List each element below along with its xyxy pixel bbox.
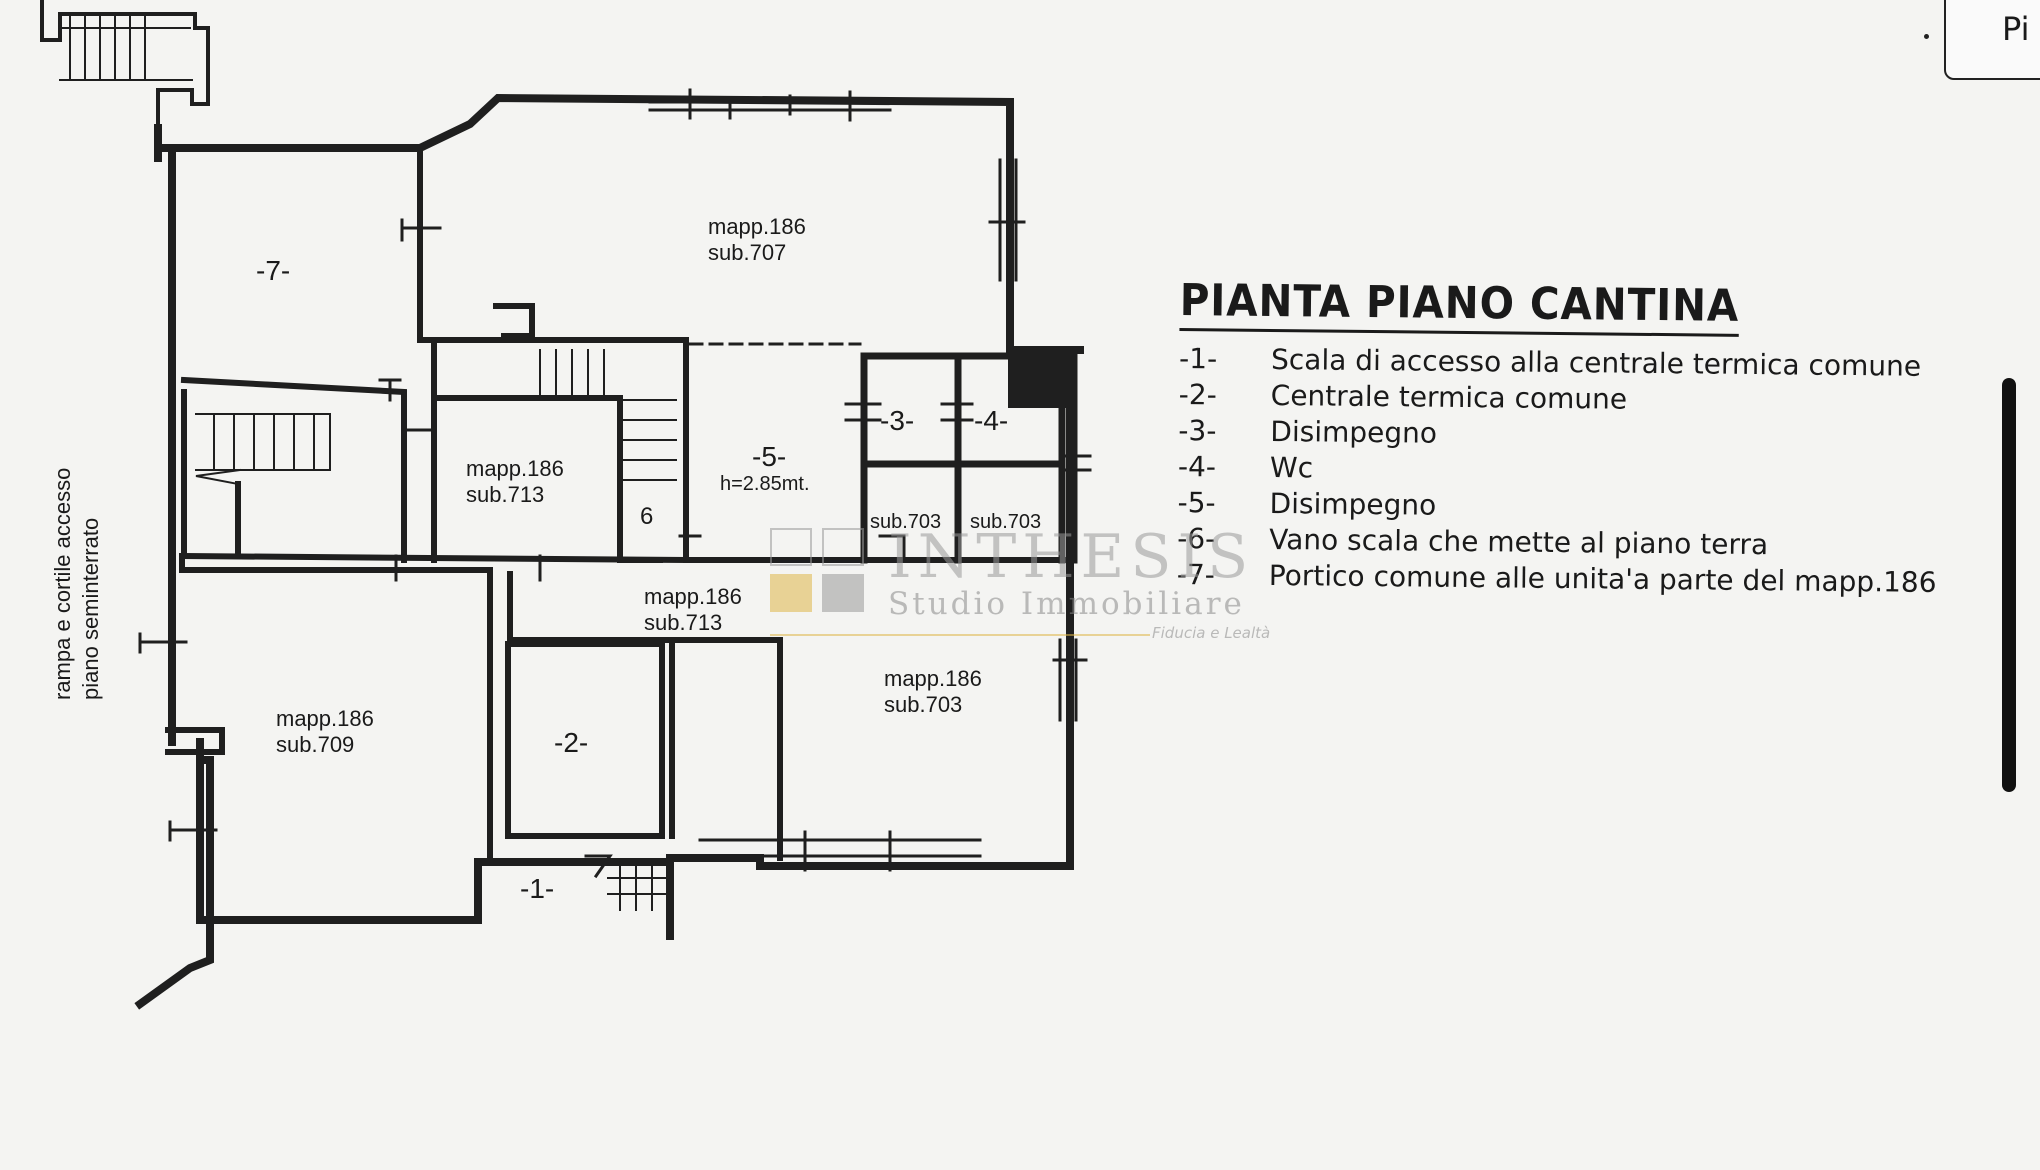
- legend-item-text: Vano scala che mette al piano terra: [1269, 522, 1769, 562]
- watermark-tagline: Fiducia e Lealtà: [1152, 624, 1271, 642]
- inner-walls: [165, 145, 1073, 865]
- corner-dot: [1924, 34, 1929, 39]
- room-number-1: -1-: [520, 873, 554, 904]
- height-note: h=2.85mt.: [720, 473, 810, 495]
- unit-713b-sub: sub.713: [644, 610, 722, 635]
- watermark-name: INTHESIS: [888, 522, 1255, 592]
- legend-item-text: Wc: [1269, 450, 1314, 485]
- unit-713a-sub: sub.713: [466, 482, 544, 507]
- unit-709-mapp: mapp.186: [276, 706, 374, 731]
- door-markers: [138, 218, 974, 879]
- corner-label: Pi: [2002, 10, 2030, 48]
- legend-item-number: -1-: [1178, 341, 1218, 376]
- room-number-4: -4-: [974, 405, 1008, 436]
- dark-pillar: [1008, 346, 1076, 408]
- top-stair: [40, 0, 210, 130]
- corner-label-box: Pi: [1944, 0, 2040, 80]
- openings: [648, 88, 1092, 872]
- legend-item-text: Disimpegno: [1270, 414, 1438, 450]
- unit-707-mapp: mapp.186: [708, 214, 806, 239]
- room-number-2: -2-: [554, 727, 588, 758]
- legend: PIANTA PIANO CANTINA -1- Scala di access…: [1177, 275, 2020, 602]
- legend-title: PIANTA PIANO CANTINA: [1179, 275, 1740, 337]
- unit-709-sub: sub.709: [276, 732, 354, 757]
- legend-item-number: -3-: [1178, 413, 1217, 448]
- legend-item-text: Portico comune alle unita'a parte del ma…: [1268, 558, 1937, 599]
- unit-703-mapp: mapp.186: [884, 666, 982, 691]
- label-sub703-b: sub.703: [970, 511, 1041, 533]
- watermark: INTHESIS Studio Immobiliare Fiducia e Le…: [770, 522, 1290, 642]
- legend-item-number: -4-: [1177, 449, 1217, 484]
- vertical-scrollbar[interactable]: [2002, 378, 2016, 792]
- legend-item-text: Centrale termica comune: [1270, 378, 1628, 416]
- label-sub703-a: sub.703: [870, 511, 941, 533]
- room-number-6: 6: [640, 503, 653, 530]
- legend-item-number: -2-: [1178, 377, 1217, 412]
- side-note-line-1: rampa e cortile accesso: [50, 468, 75, 700]
- legend-item-number: -5-: [1177, 485, 1216, 520]
- room-number-3: -3-: [880, 405, 914, 436]
- unit-713a-mapp: mapp.186: [466, 456, 564, 481]
- unit-707-sub: sub.707: [708, 240, 786, 265]
- watermark-logo-icon: [770, 528, 870, 618]
- room-number-5: -5-: [752, 441, 786, 472]
- unit-703-sub: sub.703: [884, 692, 962, 717]
- inner-stair: [195, 349, 677, 911]
- legend-item-text: Disimpegno: [1269, 486, 1437, 522]
- side-note-line-2: piano seminterrato: [78, 518, 103, 700]
- room-number-7: -7-: [256, 255, 290, 286]
- watermark-subtitle: Studio Immobiliare: [888, 586, 1245, 622]
- unit-713b-mapp: mapp.186: [644, 584, 742, 609]
- watermark-divider: [770, 634, 1150, 636]
